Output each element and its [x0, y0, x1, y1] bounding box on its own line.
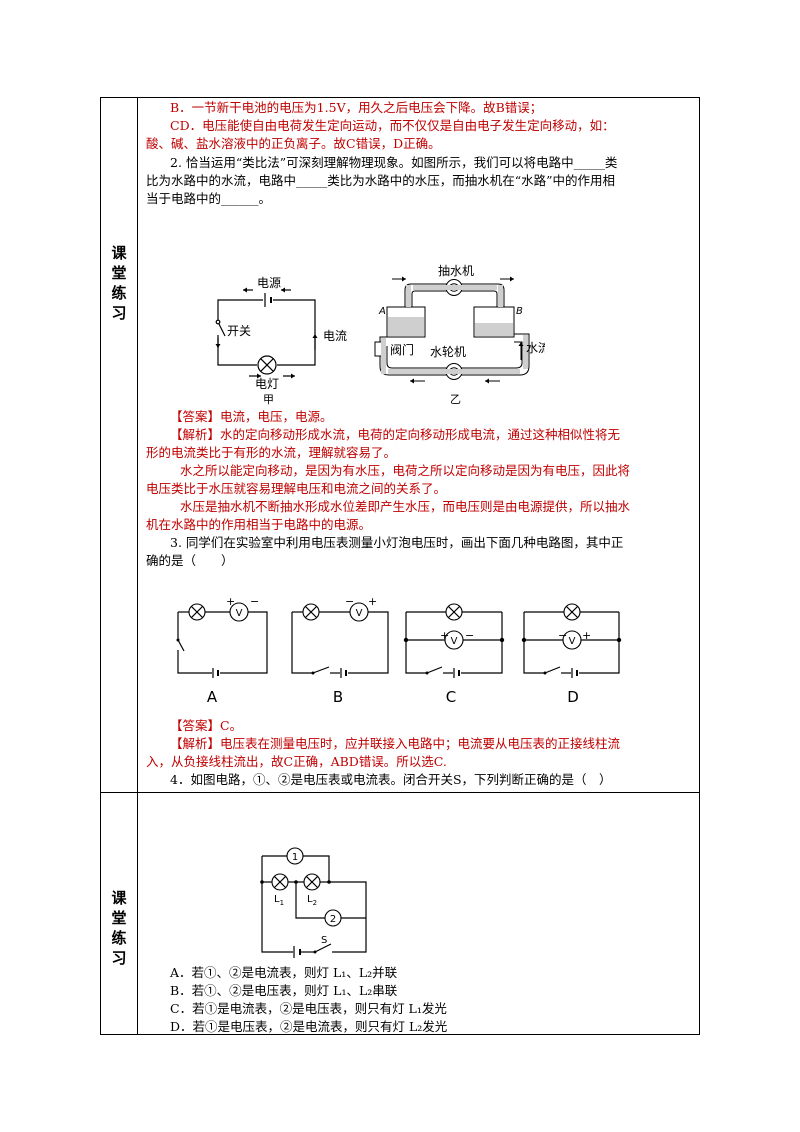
meter-1-label: 1 — [292, 852, 298, 863]
l1-label: L1 — [274, 894, 284, 907]
q4-choice-a: A．若①、②是电流表，则灯 L₁、L₂并联 — [170, 965, 398, 980]
side-char: 课 — [111, 244, 127, 262]
voltmeter-a: V — [236, 608, 243, 619]
option-b-label: B — [333, 688, 343, 706]
side-label-bottom: 课 堂 练 习 — [103, 888, 135, 968]
figure-jia-circuit: 电源 开关 电流 电灯 甲 — [215, 276, 347, 405]
side-char: 课 — [111, 889, 127, 907]
q1-option-b: B．一节新干电池的电压为1.5V，用久之后电压会下降。故B错误； — [170, 100, 543, 115]
q3-analysis-2: 入，从负接线柱流出，故C正确，ABD错误。所以选C. — [146, 754, 447, 769]
lamp-label: 电灯 — [255, 377, 279, 391]
q2-analysis-5: 水压是抽水机不断抽水形成水位差即产生水压，而电压则是由电源提供，所以抽水 — [180, 499, 631, 514]
svg-text:−: − — [465, 629, 474, 642]
table-frame — [100, 97, 700, 1035]
q3-circuit-options: V V V V + − − + + − − + A B C D — [176, 595, 622, 706]
figure-yi-water-circuit: 抽水机 A B 阀门 水轮机 水流 乙 — [374, 264, 545, 406]
valve-label: 阀门 — [390, 342, 414, 357]
switch-label: 开关 — [227, 324, 251, 338]
side-char: 练 — [111, 929, 127, 947]
svg-text:−: − — [558, 629, 567, 642]
option-a-label: A — [207, 688, 218, 706]
q4-stem: 4．如图电路，①、②是电压表或电流表。闭合开关S，下列判断正确的是（ ） — [170, 772, 612, 787]
side-char: 练 — [111, 284, 127, 302]
q2-stem-line1: 2. 恰当运用“类比法”可深刻理解物理现象。如图所示，我们可以将电路中_____… — [170, 155, 618, 170]
q4-choice-d: D．若①是电压表，②是电流表，则只有灯 L₂发光 — [170, 1019, 448, 1034]
switch-s-label: S — [321, 935, 327, 946]
q4-circuit: 1 2 L1 L2 S — [260, 847, 367, 958]
figure-jia-caption: 甲 — [263, 393, 274, 405]
label-a: A — [378, 306, 386, 317]
q2-analysis-3: 水之所以能定向移动，是因为有水压，电荷之所以定向移动是因为有电压，因此将 — [180, 463, 631, 478]
side-label-top: 课 堂 练 习 — [103, 243, 135, 323]
svg-text:+: + — [582, 629, 591, 642]
q3-analysis-1: 【解析】电压表在测量电压时，应并联接入电路中；电流要从电压表的正接线柱流 — [170, 736, 621, 751]
pump-label: 抽水机 — [438, 264, 474, 278]
q4-choice-b: B．若①、②是电压表，则灯 L₁、L₂串联 — [170, 983, 398, 998]
q2-analysis-6: 机在水路中的作用相当于电路中的电源。 — [146, 517, 372, 532]
power-label: 电源 — [257, 276, 281, 290]
figure-yi-caption: 乙 — [450, 393, 461, 406]
side-char: 习 — [111, 949, 127, 967]
q2-answer: 【答案】电流，电压，电源。 — [170, 409, 333, 424]
q2-analysis-4: 电压类比于水压就容易理解电压和电流之间的关系了。 — [146, 481, 447, 496]
voltmeter-c: V — [451, 636, 458, 647]
label-b: B — [516, 306, 523, 317]
q3-stem-line1: 3. 同学们在实验室中利用电压表测量小灯泡电压时，画出下面几种电路图，其中正 — [170, 535, 624, 550]
side-char: 堂 — [111, 909, 127, 927]
q2-analysis-2: 形的电流类比于有形的水流，理解就容易了。 — [146, 445, 397, 460]
q4-choice-c: C．若①是电流表，②是电压表，则只有灯 L₁发光 — [170, 1001, 447, 1016]
svg-text:−: − — [250, 595, 259, 608]
svg-text:+: + — [226, 595, 235, 608]
voltmeter-d: V — [569, 636, 576, 647]
side-char: 习 — [111, 304, 127, 322]
q1-option-cd-line1: CD．电压能使自由电荷发生定向运动，而不仅仅是自由电子发生定向移动，如： — [170, 118, 615, 133]
q2-analysis-1: 【解析】水的定向移动形成水流，电荷的定向移动形成电流，通过这种相似性将无 — [170, 427, 621, 442]
side-char: 堂 — [111, 264, 127, 282]
row-divider — [100, 792, 700, 793]
svg-text:+: + — [368, 595, 377, 608]
voltmeter-b: V — [356, 608, 363, 619]
meter-2-label: 2 — [330, 914, 336, 925]
waterflow-label: 水流 — [526, 341, 545, 355]
l2-label: L2 — [307, 894, 317, 907]
svg-text:−: − — [345, 595, 354, 608]
turbine-label: 水轮机 — [430, 345, 466, 359]
q2-stem-line3: 当于电路中的______。 — [146, 191, 272, 206]
option-d-label: D — [567, 688, 579, 706]
q3-stem-line2: 确的是（ ） — [146, 553, 234, 568]
option-c-label: C — [446, 688, 456, 706]
q2-stem-line2: 比为水路中的水流，电路中_____类比为水路中的水压，而抽水机在“水路”中的作用… — [146, 173, 616, 188]
current-label: 电流 — [323, 329, 347, 343]
q1-option-cd-line2: 酸、碱、盐水溶液中的正负离子。故C错误，D正确。 — [146, 136, 441, 151]
q3-answer: 【答案】C。 — [170, 718, 243, 733]
column-divider — [137, 97, 138, 1035]
svg-text:+: + — [440, 629, 449, 642]
